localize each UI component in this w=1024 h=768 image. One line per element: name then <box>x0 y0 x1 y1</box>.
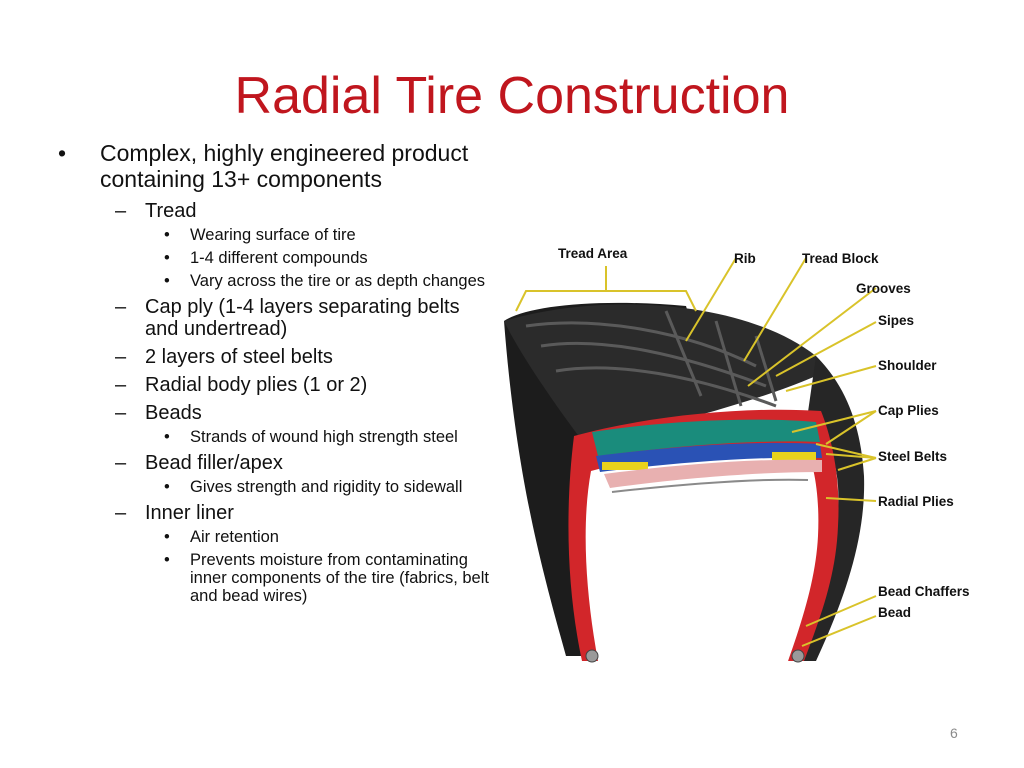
tire-cross-section-diagram: Tread Area Rib Tread Block Grooves Sipes… <box>504 246 970 663</box>
bullet-level-2: –2 layers of steel belts <box>58 346 498 368</box>
bullet-text: Cap ply (1-4 layers separating belts and… <box>145 296 460 340</box>
steel-belt-layer <box>596 442 822 472</box>
bullet-marker: • <box>164 249 170 267</box>
label-radial-plies: Radial Plies <box>878 494 954 509</box>
bullet-level-2: –Radial body plies (1 or 2) <box>58 374 498 396</box>
bullet-marker: • <box>164 272 170 290</box>
bullet-marker: • <box>164 428 170 446</box>
bullet-level-1: • Complex, highly engineered product cont… <box>58 140 498 192</box>
bullet-marker: • <box>164 551 170 569</box>
bullet-marker: • <box>164 226 170 244</box>
label-sipes: Sipes <box>878 313 914 328</box>
dash-marker: – <box>115 374 127 396</box>
bullet-text: Beads <box>145 402 202 424</box>
bullet-text: Gives strength and rigidity to sidewall <box>190 478 463 496</box>
bullet-level-2: –Beads <box>58 402 498 424</box>
bullet-level-3: • Wearing surface of tire <box>58 226 498 244</box>
bullet-level-2: –Tread <box>58 200 498 222</box>
bullet-level-3: • Gives strength and rigidity to sidewall <box>58 478 498 496</box>
bullet-text: 1-4 different compounds <box>190 249 368 267</box>
bullet-text: Inner liner <box>145 502 234 524</box>
label-cap-plies: Cap Plies <box>878 403 939 418</box>
bullet-level-3: • 1-4 different compounds <box>58 249 498 267</box>
dash-marker: – <box>115 452 127 474</box>
label-tread-block: Tread Block <box>802 251 879 266</box>
label-bead-chaffers: Bead Chaffers <box>878 584 970 599</box>
page-number: 6 <box>950 725 958 741</box>
bullet-level-3: • Vary across the tire or as depth change… <box>58 272 498 290</box>
dash-marker: – <box>115 200 127 222</box>
callout-leaders <box>515 257 877 647</box>
bullet-marker: • <box>164 528 170 546</box>
dash-marker: – <box>115 502 127 524</box>
bead-left <box>585 649 599 663</box>
label-bead: Bead <box>878 605 911 620</box>
tread-pattern <box>525 310 778 408</box>
belt-edge-left <box>602 462 648 470</box>
dash-marker: – <box>115 402 127 424</box>
label-steel-belts: Steel Belts <box>878 449 947 464</box>
bullet-text: Prevents moisture from contaminating inn… <box>190 551 489 605</box>
bullet-text: Strands of wound high strength steel <box>190 428 458 446</box>
cap-ply-layer <box>592 419 820 456</box>
bullet-text: Vary across the tire or as depth changes <box>190 272 486 290</box>
tire-sidewall-right <box>796 356 865 661</box>
bullet-level-2: –Inner liner <box>58 502 498 524</box>
dash-marker: – <box>115 296 127 318</box>
label-shoulder: Shoulder <box>878 358 937 373</box>
bullet-list: • Complex, highly engineered product cont… <box>58 140 498 610</box>
bullet-text: 2 layers of steel belts <box>145 346 333 368</box>
bullet-text: Bead filler/apex <box>145 452 283 474</box>
label-tread-area: Tread Area <box>558 246 628 261</box>
bullet-level-3: • Air retention <box>58 528 498 546</box>
bullet-marker: • <box>58 140 67 166</box>
bullet-text: Radial body plies (1 or 2) <box>145 374 368 396</box>
bullet-text: Air retention <box>190 528 279 546</box>
bullet-level-3: • Strands of wound high strength steel <box>58 428 498 446</box>
bullet-marker: • <box>164 478 170 496</box>
slide-title: Radial Tire Construction <box>234 67 790 125</box>
bead-right <box>791 649 805 663</box>
label-rib: Rib <box>734 251 756 266</box>
radial-ply-layer <box>604 459 822 488</box>
bullet-text: Tread <box>145 200 197 222</box>
dash-marker: – <box>115 346 127 368</box>
bullet-text: Wearing surface of tire <box>190 226 356 244</box>
label-grooves: Grooves <box>856 281 911 296</box>
bullet-level-2: –Bead filler/apex <box>58 452 498 474</box>
tire-inner-cavity <box>605 479 811 661</box>
bullet-level-2: –Cap ply (1-4 layers separating belts an… <box>58 296 498 340</box>
bullet-level-3: • Prevents moisture from contaminating in… <box>58 551 498 605</box>
belt-edge-right <box>772 452 816 460</box>
bullet-text: Complex, highly engineered product conta… <box>100 140 469 192</box>
